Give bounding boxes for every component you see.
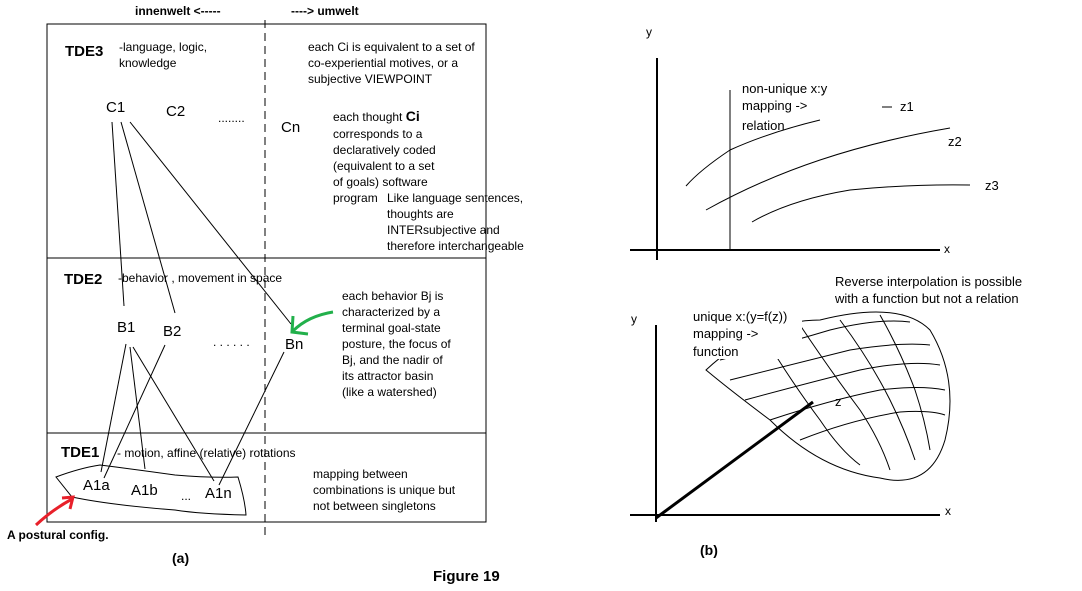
- edge-b1-a1a: [100, 343, 127, 473]
- node-ellipsis: ........: [218, 111, 245, 125]
- curve-z1: [685, 119, 821, 187]
- node-c1: C1: [106, 99, 125, 116]
- tde3-thought-note: program: [333, 191, 378, 205]
- tde3-desc: knowledge: [119, 56, 177, 70]
- note-background: [690, 307, 802, 359]
- tde3-title: TDE3: [65, 43, 103, 60]
- relation-note: mapping ->: [742, 98, 807, 113]
- tde3-intersubjective-note: therefore interchangeable: [387, 239, 524, 253]
- tde3-desc: -language, logic,: [119, 40, 207, 54]
- relation-note: non-unique x:y: [742, 81, 828, 96]
- node-ellipsis: . . . . . .: [213, 335, 250, 349]
- function-note: mapping ->: [693, 326, 758, 341]
- tde3-intersubjective-note: Like language sentences,: [387, 191, 523, 205]
- innenwelt-header: innenwelt <-----: [135, 4, 221, 18]
- tde3-thought-note: declaratively coded: [333, 143, 436, 157]
- node-b1: B1: [117, 319, 135, 336]
- z-axis-label: z: [835, 394, 842, 409]
- curve-z2: [705, 127, 951, 211]
- mapping-lines: [100, 121, 292, 486]
- tde3-thought-note: (equivalent to a set: [333, 159, 435, 173]
- panel-b-label: (b): [700, 542, 718, 558]
- tde2-note: Bj, and the nadir of: [342, 353, 443, 367]
- edge-b2-a1a: [103, 344, 166, 479]
- curve-z3: [751, 184, 971, 223]
- tde2-note: each behavior Bj is: [342, 289, 443, 303]
- tde-box: [46, 23, 487, 523]
- node-bn: Bn: [285, 336, 303, 353]
- tde2-note: (like a watershed): [342, 385, 437, 399]
- panel-a: innenwelt <----- ----> umwelt TDE3 -lang…: [7, 4, 524, 566]
- curve-label-z2: z2: [948, 134, 962, 149]
- panel-a-label: (a): [172, 550, 189, 566]
- tde2-note: posture, the focus of: [342, 337, 451, 351]
- z-axis: [655, 400, 814, 520]
- tde2-title: TDE2: [64, 271, 102, 288]
- curve-label-z1: z1: [900, 99, 914, 114]
- edge-b1-a1n: [132, 346, 215, 482]
- tde2-note: its attractor basin: [342, 369, 433, 383]
- panel-b-bottom-plot: Reverse interpolation is possible with a…: [630, 274, 1022, 522]
- tde3-thought-note: each thought Ci: [333, 108, 420, 124]
- edge-c1-bn: [129, 121, 292, 325]
- tde1-note: not between singletons: [313, 499, 436, 513]
- tde1-title: TDE1: [61, 444, 99, 461]
- node-a1a: A1a: [83, 477, 110, 494]
- tde3-note: each Ci is equivalent to a set of: [308, 40, 475, 54]
- edge-c1-b1: [111, 121, 125, 307]
- tde2-note: terminal goal-state: [342, 321, 441, 335]
- edge-b1-a1b: [129, 346, 146, 470]
- y-axis-label: y: [646, 25, 652, 39]
- tde2-note: characterized by a: [342, 305, 440, 319]
- tde2-desc: -behavior , movement in space: [118, 271, 282, 285]
- tde3-thought-note: of goals) software: [333, 175, 428, 189]
- umwelt-header: ----> umwelt: [291, 4, 359, 18]
- y-axis-label: y: [631, 312, 637, 326]
- x-axis-label: x: [945, 504, 951, 518]
- tde1-desc: - motion, affine (relative) rotations: [117, 446, 296, 460]
- figure-title: Figure 19: [433, 568, 500, 585]
- node-a1b: A1b: [131, 482, 158, 499]
- curve-label-z3: z3: [985, 178, 999, 193]
- edge-c1-b2: [120, 121, 176, 314]
- edge-bn-a1n: [218, 351, 285, 486]
- node-cn: Cn: [281, 119, 300, 136]
- function-note: function: [693, 344, 739, 359]
- interpolation-heading: with a function but not a relation: [834, 291, 1019, 306]
- tde3-note: subjective VIEWPOINT: [308, 72, 433, 86]
- x-axis-label: x: [944, 242, 950, 256]
- note-prefix: each thought: [333, 110, 406, 124]
- interpolation-heading: Reverse interpolation is possible: [835, 274, 1022, 289]
- postural-config-outline: [55, 464, 247, 516]
- postural-config-label: A postural config.: [7, 528, 109, 542]
- node-b2: B2: [163, 323, 181, 340]
- tde1-note: mapping between: [313, 467, 408, 481]
- red-arrow-icon: [34, 495, 75, 527]
- green-arrow-icon: [290, 310, 334, 336]
- tde1-note: combinations is unique but: [313, 483, 456, 497]
- tde3-note: co-experiential motives, or a: [308, 56, 458, 70]
- node-ellipsis: ...: [181, 489, 191, 503]
- note-bold: Ci: [406, 108, 420, 124]
- function-note: unique x:(y=f(z)): [693, 309, 787, 324]
- tde3-intersubjective-note: INTERsubjective and: [387, 223, 500, 237]
- node-a1n: A1n: [205, 485, 232, 502]
- tde3-thought-note: corresponds to a: [333, 127, 423, 141]
- node-c2: C2: [166, 103, 185, 120]
- panel-b-top-plot: y x non-unique x:y mapping -> relation z…: [630, 25, 999, 260]
- relation-note: relation: [742, 118, 785, 133]
- tde3-intersubjective-note: thoughts are: [387, 207, 454, 221]
